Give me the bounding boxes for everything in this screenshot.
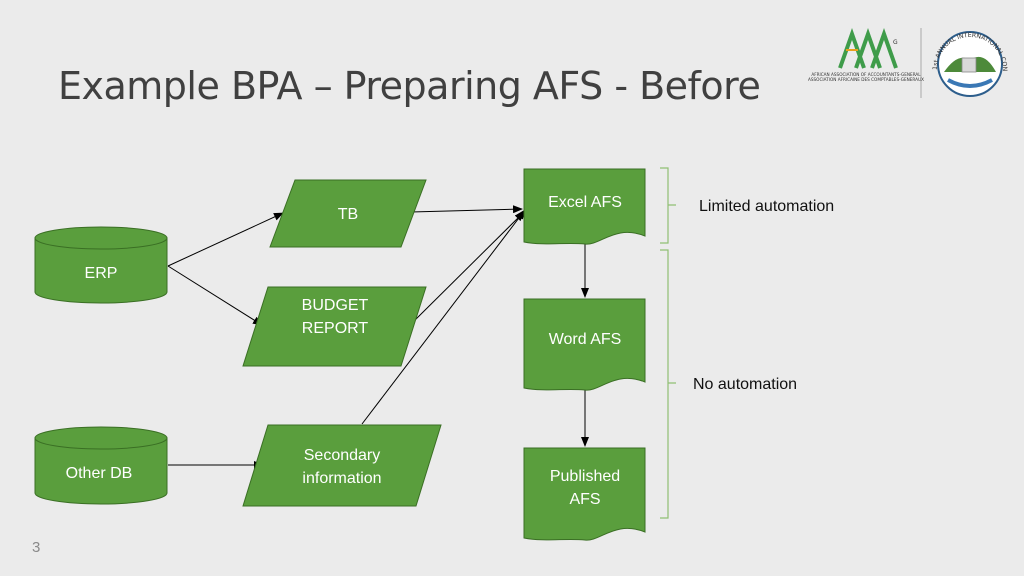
aafg-text-line-2: ASSOCIATION AFRICAINE DES COMPTABLES-GEN… — [808, 77, 924, 82]
other-db-label: Other DB — [66, 465, 133, 482]
tb-label: TB — [338, 206, 358, 223]
erp-label: ERP — [85, 265, 118, 282]
aafg-logo-mark — [838, 27, 898, 69]
excel-afs-document: Excel AFS — [523, 168, 646, 245]
erp-database: ERP — [34, 226, 168, 304]
bracket-limited — [660, 167, 676, 244]
secondary-information-label-line-1: Secondary — [304, 447, 381, 464]
published-afs-label-line-1: Published — [550, 468, 620, 485]
connector-tb-excel — [410, 205, 523, 214]
secondary-information-data-shape: Secondary information — [242, 424, 442, 507]
connector-secondary-excel — [361, 209, 526, 425]
aafg-text-line-1: AFRICAN ASSOCIATION OF ACCOUNTANTS-GENER… — [811, 72, 921, 77]
word-afs-document: Word AFS — [523, 298, 646, 391]
budget-report-label-line-2: REPORT — [302, 320, 369, 337]
word-afs-label: Word AFS — [549, 331, 622, 348]
other-db-database: Other DB — [34, 426, 168, 505]
slide-number: 3 — [32, 539, 41, 556]
budget-report-label-line-1: BUDGET — [302, 297, 369, 314]
slide-title: Example BPA – Preparing AFS - Before — [58, 64, 761, 108]
bracket-none — [660, 249, 676, 519]
no-automation-label: No automation — [693, 376, 797, 393]
published-afs-document: Published AFS — [523, 447, 646, 541]
connector-erp-budget — [167, 265, 263, 326]
budget-report-data-shape: BUDGET REPORT — [242, 286, 427, 367]
limited-automation-label: Limited automation — [699, 198, 834, 215]
svg-text:G: G — [893, 39, 898, 46]
excel-afs-label: Excel AFS — [548, 194, 622, 211]
connector-erp-tb — [167, 212, 284, 267]
aafg-logo: G AFRICAN ASSOCIATION OF ACCOUNTANTS-GEN… — [808, 27, 924, 82]
connector-budget-excel — [409, 211, 525, 326]
tb-data-shape: TB — [269, 179, 427, 248]
published-afs-label-line-2: AFS — [569, 491, 600, 508]
secondary-information-label-line-2: information — [302, 470, 381, 487]
